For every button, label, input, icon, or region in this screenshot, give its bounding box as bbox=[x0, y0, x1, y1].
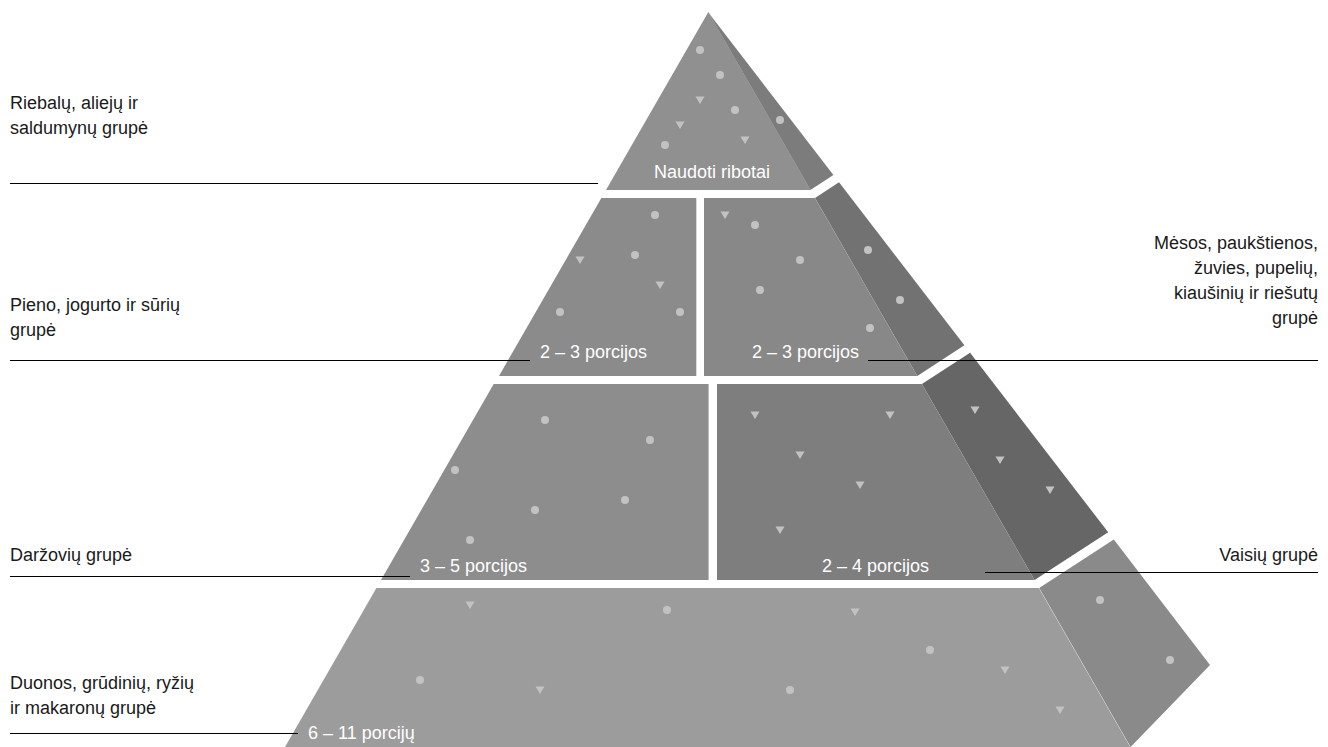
decor-dot bbox=[621, 496, 629, 504]
decor-dot bbox=[531, 506, 539, 514]
decor-dot bbox=[776, 116, 784, 124]
leader-line bbox=[10, 576, 410, 577]
decor-dot bbox=[696, 46, 704, 54]
pyramid-section: Riebalų, aliejų ir saldumynų grupėNaudot… bbox=[606, 12, 811, 190]
group-label: Mėsos, paukštienos, žuvies, pupelių, kia… bbox=[1138, 231, 1318, 331]
group-label: Riebalų, aliejų ir saldumynų grupė bbox=[10, 91, 180, 141]
decor-triangle bbox=[776, 527, 785, 535]
decor-dot bbox=[451, 466, 459, 474]
decor-triangle bbox=[1001, 667, 1010, 675]
section-shape bbox=[717, 384, 1035, 580]
section-shape bbox=[381, 384, 709, 580]
decor-dot bbox=[716, 71, 724, 79]
group-label: Daržovių grupė bbox=[10, 543, 180, 568]
serving-count: 2 – 4 porcijos bbox=[822, 555, 929, 577]
decor-dot bbox=[676, 308, 684, 316]
decor-dot bbox=[1096, 596, 1104, 604]
decor-triangle bbox=[851, 609, 860, 617]
decor-dot bbox=[751, 221, 759, 229]
section-shape bbox=[704, 198, 917, 376]
decor-dot bbox=[896, 296, 904, 304]
leader-line bbox=[10, 733, 298, 734]
decor-triangle bbox=[696, 97, 705, 105]
decor-dot bbox=[466, 536, 474, 544]
decor-triangle bbox=[796, 452, 805, 460]
decor-triangle bbox=[576, 257, 585, 265]
decor-triangle bbox=[741, 137, 750, 145]
decor-triangle bbox=[536, 687, 545, 695]
group-label: Duonos, grūdinių, ryžių ir makaronų grup… bbox=[10, 671, 202, 721]
group-label: Pieno, jogurto ir sūrių grupė bbox=[10, 293, 205, 343]
decor-dot bbox=[646, 436, 654, 444]
decor-triangle bbox=[996, 457, 1005, 465]
decor-dot bbox=[864, 246, 872, 254]
decor-triangle bbox=[656, 282, 665, 290]
serving-count: 2 – 3 porcijos bbox=[752, 341, 859, 363]
decor-triangle bbox=[751, 412, 760, 420]
decor-triangle bbox=[886, 412, 895, 420]
pyramid-section: Vaisių grupė2 – 4 porcijos bbox=[717, 384, 1035, 580]
decor-triangle bbox=[466, 602, 475, 610]
decor-dot bbox=[756, 286, 764, 294]
decor-dot bbox=[786, 686, 794, 694]
section-shape bbox=[285, 588, 1130, 747]
leader-line bbox=[10, 360, 530, 361]
decor-dot bbox=[661, 141, 669, 149]
serving-count: 3 – 5 porcijos bbox=[420, 555, 527, 577]
decor-triangle bbox=[856, 482, 865, 490]
decor-dot bbox=[796, 256, 804, 264]
decor-dot bbox=[541, 416, 549, 424]
serving-count: 2 – 3 porcijos bbox=[540, 341, 647, 363]
leader-line bbox=[868, 360, 1318, 361]
serving-count: Naudoti ribotai bbox=[654, 161, 770, 183]
decor-dot bbox=[663, 606, 671, 614]
decor-dot bbox=[651, 211, 659, 219]
section-face bbox=[381, 384, 709, 580]
serving-count: 6 – 11 porcijų bbox=[308, 722, 415, 744]
pyramid-section: Mėsos, paukštienos, žuvies, pupelių, kia… bbox=[704, 198, 917, 376]
decor-dot bbox=[926, 646, 934, 654]
pyramid-section: Daržovių grupė3 – 5 porcijos bbox=[381, 384, 709, 580]
leader-line bbox=[985, 572, 1318, 573]
decor-dot bbox=[556, 308, 564, 316]
decor-dot bbox=[631, 251, 639, 259]
decor-dot bbox=[731, 106, 739, 114]
decor-dot bbox=[1166, 656, 1174, 664]
decor-triangle bbox=[721, 212, 730, 220]
pyramid-section: Pieno, jogurto ir sūrių grupė2 – 3 porci… bbox=[499, 198, 696, 376]
decor-triangle bbox=[1046, 487, 1055, 495]
section-face bbox=[717, 384, 1035, 580]
decor-triangle bbox=[971, 407, 980, 415]
leader-line bbox=[10, 183, 598, 184]
section-shape bbox=[606, 12, 811, 190]
decor-dot bbox=[866, 324, 874, 332]
group-label: Vaisių grupė bbox=[1148, 543, 1318, 568]
decor-triangle bbox=[1056, 707, 1065, 715]
section-shape bbox=[499, 198, 696, 376]
decor-triangle bbox=[676, 122, 685, 130]
decor-dot bbox=[416, 676, 424, 684]
